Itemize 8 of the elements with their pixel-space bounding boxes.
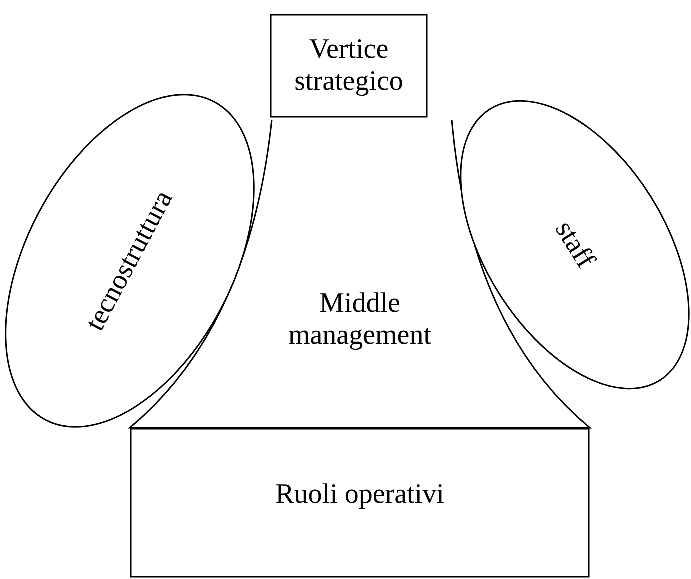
ellipse-shape [460, 100, 690, 390]
shape-label: Vertice strategico [294, 34, 404, 98]
shape-label: staff [548, 216, 602, 274]
block-box [270, 14, 428, 118]
ellipse-shape [5, 94, 255, 428]
shape-label: Ruoli operativi [276, 478, 444, 512]
shape-label: Middle management [287, 288, 433, 352]
block-box [130, 428, 590, 578]
